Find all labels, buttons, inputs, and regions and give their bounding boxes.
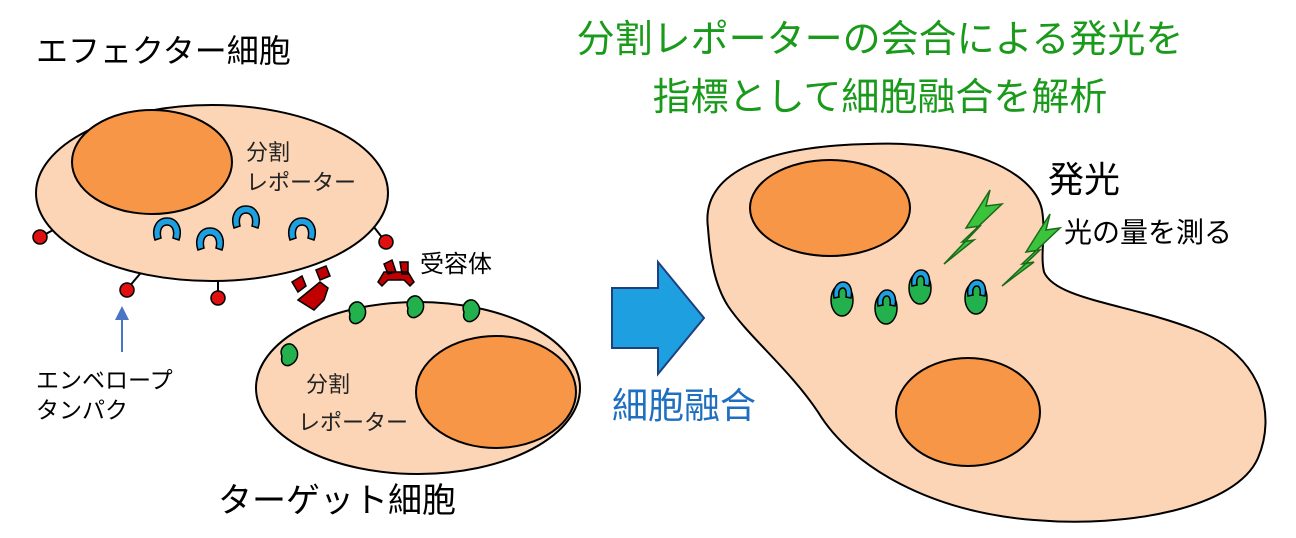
green-reporter-icon [280, 343, 299, 367]
envelope-label-2: タンパク [36, 398, 128, 424]
lightning-icon [1001, 213, 1063, 287]
blue-reporter-icon [153, 217, 181, 241]
combined-reporter-icon [964, 279, 988, 315]
green-reporter-icon [462, 299, 481, 323]
effector-nucleus [71, 109, 233, 215]
effector-cell: 分割 レポーター [32, 104, 394, 306]
luminescence-label: 発光 [1048, 160, 1120, 201]
target-reporter-label-1: 分割 [306, 373, 350, 398]
combined-reporter-icon [908, 269, 932, 305]
fused-nucleus-2 [895, 357, 1041, 467]
envelope-dot [32, 229, 48, 245]
receptor-label: 受容体 [420, 250, 492, 278]
lightning-icon [943, 189, 1005, 265]
green-reporter-icon [406, 295, 425, 319]
envelope-pointer [115, 306, 129, 352]
blue-reporters [153, 205, 316, 251]
envelope-label-1: エンベロープ [36, 368, 173, 394]
effector-reporter-label-1: 分割 [246, 141, 290, 166]
right-arrow-icon [611, 259, 706, 377]
up-arrow-icon [115, 306, 129, 320]
blue-reporter-icon [196, 227, 224, 251]
envelope-dot [378, 234, 394, 250]
title-line-1: 分割レポーターの会合による発光を [577, 17, 1184, 61]
combined-reporter-icon [874, 289, 898, 325]
cell-fusion-label: 細胞融合 [612, 386, 756, 427]
envelope-dot [210, 290, 226, 306]
effector-reporter-label-2: レポーター [246, 171, 356, 196]
target-cell: 分割 レポーター [255, 258, 581, 475]
target-cell-label: ターゲット細胞 [218, 481, 456, 521]
blue-reporter-icon [288, 217, 316, 241]
fused-nucleus-1 [749, 159, 911, 257]
effector-cell-label: エフェクター細胞 [36, 32, 291, 70]
receptors [290, 258, 415, 311]
lightning-bolts [943, 189, 1063, 287]
title-line-2: 指標として細胞融合を解析 [653, 75, 1108, 119]
envelope-dot [119, 282, 135, 298]
receptor-icon [377, 258, 415, 288]
combined-reporter-icon [830, 281, 854, 317]
measure-light-label: 光の量を測る [1064, 216, 1232, 249]
green-reporter-icon [348, 301, 367, 325]
green-reporters [280, 295, 481, 367]
target-reporter-label-2: レポーター [298, 411, 408, 436]
fused-cell: 発光 光の量を測る [706, 142, 1267, 523]
receptor-icon [290, 265, 331, 311]
envelope-dots [32, 229, 394, 306]
blue-reporter-icon [232, 205, 260, 229]
target-nucleus [415, 335, 577, 449]
combined-reporters [830, 269, 988, 325]
